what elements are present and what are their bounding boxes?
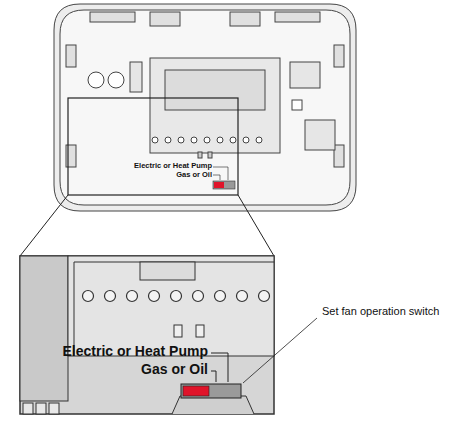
fan-switch	[181, 384, 241, 398]
switch-position-label: Gas or Oil	[176, 171, 212, 179]
leader-line	[243, 318, 317, 383]
small-bracket	[213, 167, 228, 180]
zoom-lines	[20, 195, 274, 256]
switch-position-label: Electric or Heat Pump	[134, 162, 212, 170]
callout-label: Set fan operation switch	[322, 305, 439, 317]
switch-position-label: Electric or Heat Pump	[63, 344, 209, 359]
label-bracket	[211, 353, 228, 382]
thermostat-base	[54, 4, 356, 211]
fan-switch-small	[213, 181, 235, 189]
zoom-box	[20, 256, 274, 414]
zoom-frame	[68, 98, 238, 195]
switch-position-label: Gas or Oil	[141, 362, 208, 377]
